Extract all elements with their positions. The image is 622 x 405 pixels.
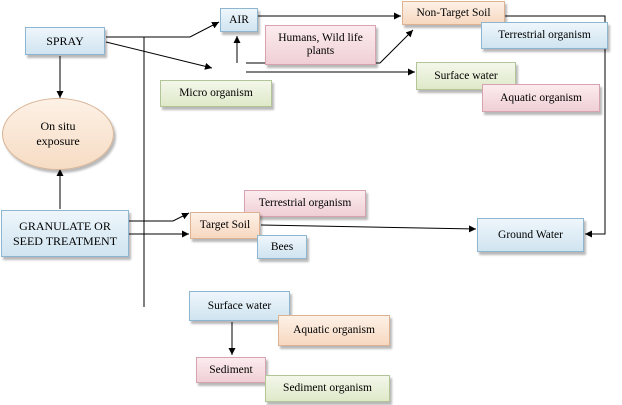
humans-wildlife-plants-box: Humans, Wild life plants: [265, 25, 376, 65]
surface-water-bottom-box: Surface water: [189, 291, 290, 321]
bees-box: Bees: [257, 235, 307, 259]
spray-box: SPRAY: [25, 27, 105, 55]
micro-organism-box: Micro organism: [160, 80, 272, 107]
granulate-to-target-soil-arrow-1: [129, 212, 190, 222]
granulate-seed-treatment-box: GRANULATE OR SEED TREATMENT: [1, 210, 129, 257]
terrestrial-organism-mid-box: Terrestrial organism: [244, 190, 366, 217]
on-situ-exposure-ellipse: On situ exposure: [2, 98, 114, 170]
target-soil-to-ground-water-arrow: [260, 224, 477, 233]
terrestrial-organism-top-box: Terrestrial organism: [481, 22, 608, 49]
non-target-soil-box: Non-Target Soil: [402, 1, 505, 25]
aquatic-organism-top-box: Aquatic organism: [482, 84, 600, 112]
air-box: AIR: [220, 8, 258, 32]
ground-water-box: Ground Water: [477, 218, 584, 252]
sediment-organism-box: Sediment organism: [265, 375, 390, 402]
non-target-soil-to-ground-water-arrow: [505, 15, 606, 238]
target-soil-box: Target Soil: [190, 212, 260, 239]
spray-to-air-arrow: [106, 21, 220, 38]
spray-to-micro-organism-arrow: [105, 41, 213, 70]
aquatic-organism-bottom-box: Aquatic organism: [278, 315, 390, 346]
sediment-box: Sediment: [196, 357, 266, 383]
